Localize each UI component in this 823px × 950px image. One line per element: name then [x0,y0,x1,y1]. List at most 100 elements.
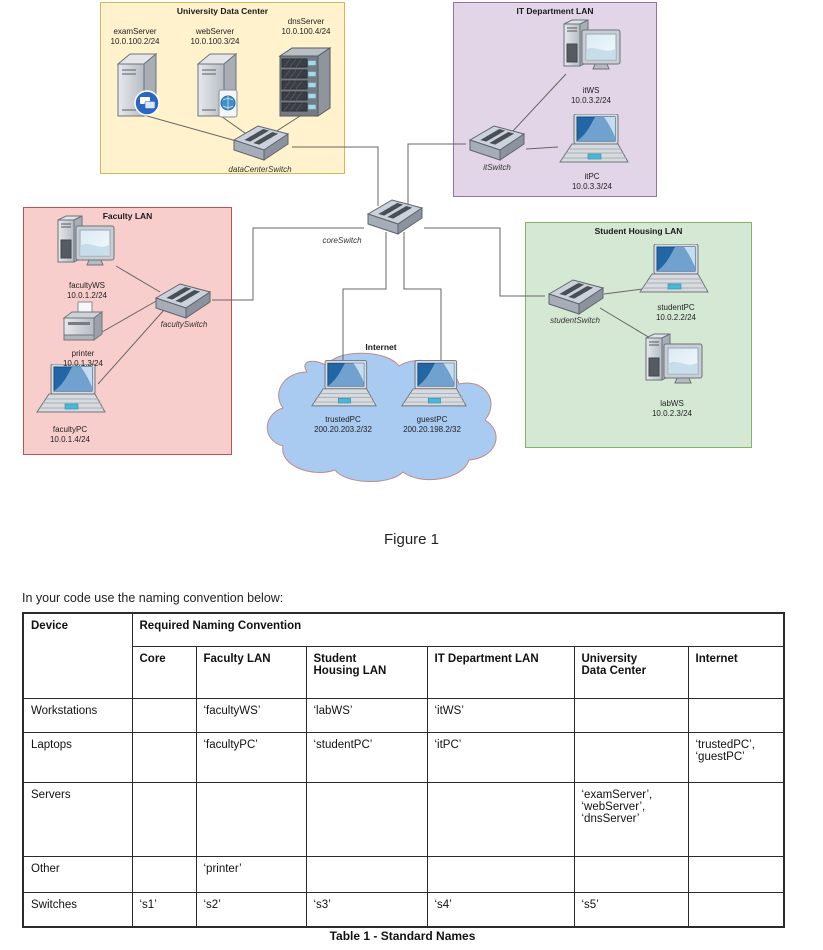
wire-datacenterswitch-coreswitch [292,146,379,206]
row-label: Laptops [22,731,133,783]
wire-coreswitch-studentswitch [424,227,545,297]
it-switch-icon [469,125,525,161]
table-cell: ‘s1’ [131,891,197,928]
table-cell [426,781,575,857]
intro-text: In your code use the naming convention b… [22,591,284,605]
node-label-facultyws: facultyWS 10.0.1.2/24 [17,281,157,301]
table-cell [195,781,307,857]
node-name: facultySwitch [160,320,208,329]
table-row-workstations: Workstations ‘facultyWS’ ‘labWS’ ‘itWS’ [22,697,785,733]
node-name: webServer [195,27,235,36]
table-cell [131,697,197,733]
web-server-icon [198,54,237,117]
table-cell [573,731,689,783]
node-label-examserver: examServer 10.0.100.2/24 [65,27,205,47]
table-header-device: Device [22,612,133,699]
faculty-workstation-icon [57,215,115,266]
node-label-facultypc: facultyPC 10.0.1.4/24 [0,425,140,445]
table-cell: ‘s5’ [573,891,689,928]
table-cell [305,855,428,893]
table-cell [573,855,689,893]
table-header-university-data-center: University Data Center [573,645,689,699]
table-cell [426,855,575,893]
table-cell [131,855,197,893]
internet-cloud-label: Internet [365,342,397,352]
table-cell: ‘itWS’ [426,697,575,733]
node-name: guestPC [416,415,448,424]
wire-coreswitch-guestpc [403,232,442,370]
node-name: printer [71,349,95,358]
table-row-other: Other ‘printer’ [22,855,785,893]
table-header-student-housing-lan: Student Housing LAN [305,645,428,699]
node-label-itpc: itPC 10.0.3.3/24 [522,172,662,192]
figure-caption: Figure 1 [383,531,440,548]
table-cell [573,697,689,733]
table-cell: ‘printer’ [195,855,307,893]
zone-it-department-lan: IT Department LAN [453,2,657,197]
node-label-itswitch: itSwitch [427,163,567,173]
node-label-labws: labWS 10.0.2.3/24 [602,399,742,419]
node-name: itPC [584,172,600,181]
table-caption: Table 1 - Standard Names [329,929,476,943]
zone-faculty-lan: Faculty LAN [23,207,232,455]
table-cell: ‘trustedPC’, ‘guestPC’ [687,731,785,783]
wire-facultyswitch-coreswitch [212,227,364,301]
table-cell: ‘facultyWS’ [195,697,307,733]
row-label: Switches [22,891,133,928]
exam-server-icon [118,54,159,116]
node-ip: 10.0.100.3/24 [190,37,240,46]
table-cell [687,697,785,733]
node-name: itWS [582,86,600,95]
zone-title: University Data Center [176,6,269,16]
zone-title: IT Department LAN [516,6,594,16]
node-ip: 10.0.3.2/24 [570,96,612,105]
printer-icon [63,301,103,341]
node-label-guestpc: guestPC 200.20.198.2/32 [362,415,502,435]
row-label: Other [22,855,133,893]
node-name: examServer [113,27,157,36]
node-ip: 10.0.3.3/24 [571,182,613,191]
node-ip: 10.0.1.4/24 [49,435,91,444]
table-header-internet: Internet [687,645,785,699]
node-label-webserver: webServer 10.0.100.3/24 [145,27,285,47]
it-laptop-icon [559,114,629,163]
wire-facultyws-facultyswitch [115,265,161,293]
zone-title: Faculty LAN [102,211,153,221]
node-name: studentSwitch [550,316,600,325]
wire-itswitch-coreswitch [407,143,466,206]
row-label: Servers [22,781,133,857]
naming-convention-table: Device Required Naming Convention Core F… [22,612,786,928]
wire-itpc-itswitch [525,146,559,150]
table-cell [687,891,785,928]
table-header-it-department-lan: IT Department LAN [426,645,575,699]
wire-examserver-datacenterswitch [139,113,241,143]
table-cell: ‘s3’ [305,891,428,928]
wire-printer-facultyswitch [101,299,159,333]
lab-workstation-icon [645,333,703,384]
table-header-core: Core [131,645,197,699]
table-cell [305,781,428,857]
node-label-coreswitch: coreSwitch [272,236,412,246]
table-cell: ‘s4’ [426,891,575,928]
faculty-switch-icon [155,283,211,319]
node-ip: 10.0.100.4/24 [281,27,331,36]
node-ip: 10.0.2.3/24 [651,409,693,418]
node-name: facultyWS [68,281,105,290]
node-ip: 200.20.198.2/32 [403,425,461,434]
row-label: Workstations [22,697,133,733]
node-label-facultyswitch: facultySwitch [114,320,254,330]
table-cell: ‘itPC’ [426,731,575,783]
node-label-itws: itWS 10.0.3.2/24 [521,86,661,106]
table-row-servers: Servers ‘examServer’, ‘webServer’, ‘dnsS… [22,781,785,857]
node-name: studentPC [657,303,695,312]
node-label-studentswitch: studentSwitch [505,316,645,326]
table-header-required-naming-convention: Required Naming Convention [131,612,785,647]
node-label-datacenterswitch: dataCenterSwitch [190,165,330,175]
student-laptop-icon [639,244,709,293]
wire-itws-itswitch [511,73,567,133]
diagram-canvas [36,19,709,482]
node-name: itSwitch [483,163,511,172]
node-name: dataCenterSwitch [228,165,292,174]
table-cell: ‘examServer’, ‘webServer’, ‘dnsServer’ [573,781,689,857]
